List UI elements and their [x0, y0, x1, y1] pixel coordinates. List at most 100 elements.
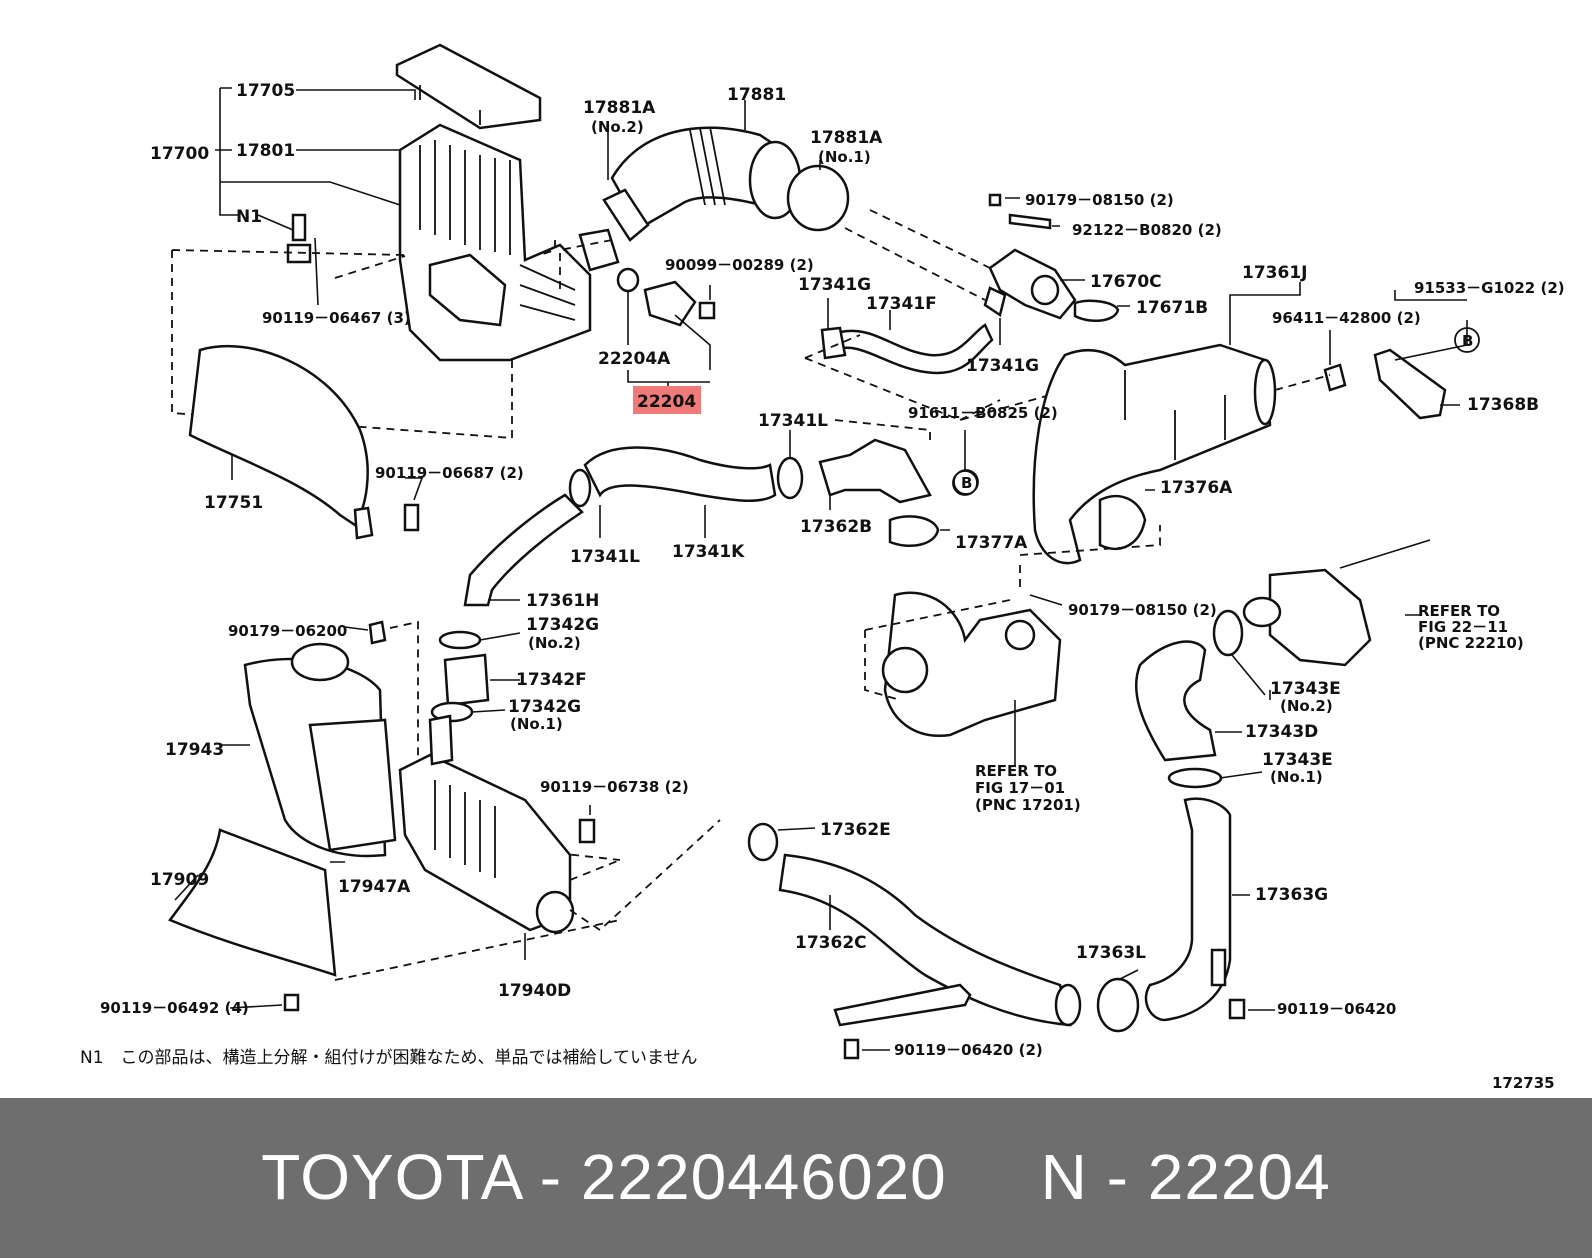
label-17376a: 17376A [1160, 478, 1233, 498]
gasket-17377a-shape [888, 515, 940, 547]
bolt-06492-shape [283, 993, 300, 1012]
label-90179-06200: 90179－06200 [228, 622, 347, 640]
clamp-17881a-no1-shape [786, 164, 850, 232]
right-hoses-group [1096, 539, 1431, 1033]
screw-90099-shape [698, 301, 716, 320]
cover-inlet-shape [290, 642, 350, 682]
leaders-hose-k [599, 430, 966, 538]
label-91533-g1022: 91533－G1022 (2) [1414, 279, 1565, 297]
diagram-svg: 17705 17700 17801 N1 90119－06467 (3) 177… [80, 43, 1565, 1092]
label-17947a: 17947A [338, 877, 411, 897]
duct-17751-shape [188, 345, 369, 527]
hose-17361h-shape [463, 493, 584, 607]
label-17801: 17801 [236, 141, 295, 161]
hose-17341f-shape [828, 323, 994, 375]
clamp-17341g-b-shape [983, 286, 1007, 318]
gasket-17671b-shape [1073, 299, 1120, 323]
label-17943: 17943 [165, 740, 224, 760]
label-90179-08150-b: 90179－08150 (2) [1068, 601, 1217, 619]
leaders-sensor [539, 100, 991, 390]
footnote-n1: N1 この部品は、構造上分解・組付けが困難なため、単品では補給していません [80, 1048, 698, 1068]
egr-dash-lines [804, 334, 1051, 421]
label-17342g-no1-sub: (No.1) [510, 715, 563, 733]
label-17343e-no2: 17343E [1270, 679, 1341, 699]
label-17343e-no1: 17343E [1262, 750, 1333, 770]
label-17343e-no2-sub: (No.2) [1280, 697, 1333, 715]
label-17362c: 17362C [795, 933, 867, 953]
label-17341l-b: 17341L [570, 547, 640, 567]
turbo-group [864, 591, 1062, 738]
egr-hose-group [804, 193, 1120, 421]
label-17751: 17751 [204, 493, 263, 513]
label-refer2-b: FIG 22－11 [1418, 618, 1508, 636]
label-90179-08150-a: 90179－08150 (2) [1025, 191, 1174, 209]
label-17881: 17881 [727, 85, 786, 105]
diagram-labels: 17705 17700 17801 N1 90119－06467 (3) 177… [80, 81, 1565, 1092]
hose-17341k-shape [583, 446, 777, 503]
pipe-ribs [1124, 370, 1226, 460]
label-92122-b0820: 92122－B0820 (2) [1072, 221, 1222, 239]
leaders-pipe [1029, 282, 1468, 606]
b-mark-circle-1 [953, 469, 979, 495]
label-90119-06420-a: 90119－06420 [1277, 1000, 1396, 1018]
hose-17341k-group [568, 419, 978, 547]
leaders-right [1117, 614, 1420, 1011]
label-17343e-no1-sub: (No.1) [1270, 768, 1323, 786]
air-cleaner-assembly [171, 43, 592, 540]
label-refer1-c: (PNC 17201) [975, 796, 1081, 814]
hose-17361h-group [368, 493, 584, 723]
label-90099-00289: 90099－00289 (2) [665, 256, 814, 274]
pipe-17363g-shape [1144, 797, 1232, 1022]
leaders-intercooler [174, 744, 721, 1009]
clamp-17341l-b-shape [568, 468, 592, 508]
sensor-joint-shape [578, 228, 620, 272]
turbo-inlet-shape [881, 646, 929, 694]
leaders-egr [827, 197, 1130, 345]
label-17361h: 17361H [526, 591, 599, 611]
label-91611-b0825: 91611－B0825 (2) [908, 404, 1058, 422]
b-mark-2: B [1462, 332, 1473, 350]
nut-06200-shape [368, 620, 387, 645]
clamp-17342g-no2-shape [438, 630, 482, 650]
water-outlet-shape [1268, 568, 1372, 667]
outlet-port-shape [1242, 596, 1282, 628]
label-refer1-a: REFER TO [975, 762, 1057, 780]
air-cleaner-cap-shape [395, 43, 542, 130]
label-17342g-no2-sub: (No.2) [528, 634, 581, 652]
intake-hose-group [578, 126, 850, 327]
pipe-17361j-shape [1032, 343, 1272, 565]
sensor-22204-shape [643, 280, 697, 327]
diagram-id: 172735 [1492, 1074, 1555, 1092]
label-refer2-c: (PNC 22210) [1418, 634, 1524, 652]
turbo-outlet-shape [1004, 619, 1036, 651]
bolt-06738-shape [578, 818, 596, 844]
intercooler-group [168, 642, 596, 1012]
label-17881a-no2: 17881A [583, 98, 656, 118]
label-refer1-b: FIG 17－01 [975, 779, 1065, 797]
label-17342f: 17342F [516, 670, 587, 690]
label-90119-06467: 90119－06467 (3) [262, 309, 411, 327]
label-17909: 17909 [150, 870, 209, 890]
label-refer2-a: REFER TO [1418, 602, 1500, 620]
label-17670c: 17670C [1090, 272, 1162, 292]
ring-96411-shape [1323, 363, 1347, 392]
clamp-17341l-a-shape [776, 456, 804, 500]
bolt-06687-shape [403, 503, 420, 532]
hose-k-dash [834, 419, 931, 440]
valve-port-shape [1030, 274, 1060, 306]
label-90119-06687: 90119－06687 (2) [375, 464, 524, 482]
air-cleaner-outlet-shape [428, 253, 507, 327]
bolt-bottom-shape [843, 1038, 860, 1060]
label-17700: 17700 [150, 144, 209, 164]
hose-ribs [689, 126, 726, 206]
label-22204a: 22204A [598, 349, 671, 369]
highlight-22204[interactable] [633, 386, 701, 414]
clamp-17341g-a-shape [820, 326, 847, 360]
label-90119-06738: 90119－06738 (2) [540, 778, 689, 796]
bracket-06420-shape [833, 983, 972, 1027]
label-17940d: 17940D [498, 981, 571, 1001]
label-17341f: 17341F [866, 294, 937, 314]
footer-banner [0, 1098, 1592, 1258]
filter-element-ribs [419, 140, 511, 255]
label-17363l: 17363L [1076, 943, 1146, 963]
